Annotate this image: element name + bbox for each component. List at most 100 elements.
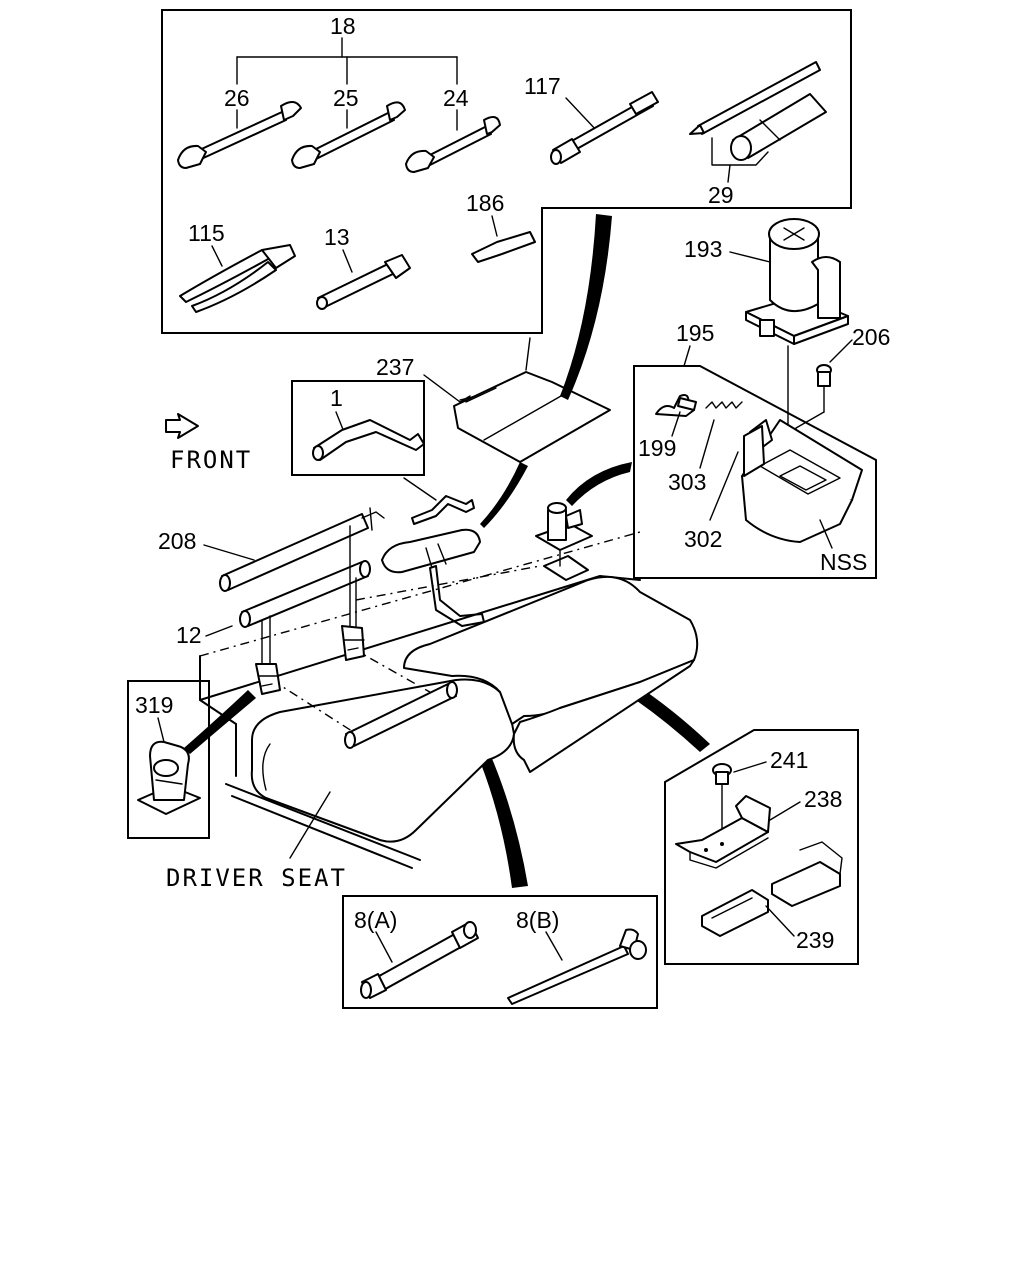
callout-wedge-holder: [184, 690, 256, 754]
callout-wedge-kit: [560, 214, 612, 400]
holder-clip-frame: [127, 680, 210, 839]
jack-tray-icon: [741, 419, 863, 543]
callout-wedge-wrench: [452, 698, 528, 888]
bottle-jack-icon: [745, 218, 849, 345]
pliers-icon: [179, 244, 296, 313]
screw-241-icon: [712, 763, 732, 843]
label-239: 239: [796, 927, 834, 953]
leader-1: [335, 411, 345, 433]
small-jack-icon: [535, 502, 593, 581]
label-206: 206: [852, 324, 890, 350]
label-193: 193: [684, 236, 722, 262]
callout-wedge-bag: [480, 462, 528, 528]
strap-icon: [701, 841, 843, 937]
jack-handle-frame: [291, 380, 425, 476]
label-208: 208: [158, 528, 196, 554]
leader-193: [729, 251, 771, 263]
label-nss: NSS: [820, 549, 867, 575]
alignment-line-1: [199, 531, 641, 657]
wrench-25-icon: [291, 101, 406, 169]
leader-208: [203, 544, 255, 561]
label-29: 29: [708, 182, 734, 208]
leader-8b: [545, 931, 563, 961]
label-319: 319: [135, 692, 173, 718]
label-26: 26: [224, 85, 250, 111]
spring-icon: [705, 401, 743, 409]
wheel-wrench-frame: [342, 895, 658, 1009]
label-24: 24: [443, 85, 469, 111]
label-302: 302: [684, 526, 722, 552]
leader-241: [733, 761, 767, 773]
wheel-wrench-a-icon: [360, 921, 479, 999]
adjustable-wrench-icon: [316, 254, 411, 310]
wheel-wrench-b-icon: [507, 928, 647, 1005]
driver-seat-icon: [199, 575, 699, 869]
tool-bag-icon: [453, 371, 611, 463]
wrench-set-bracket: [236, 37, 458, 85]
leader-driver-seat: [289, 791, 331, 859]
jack-tray-frame: [633, 365, 877, 579]
screwdriver-icon: [689, 61, 821, 135]
alignment-line-4: [355, 565, 541, 601]
jack-handle-icon: [312, 419, 425, 461]
alignment-line-2: [271, 679, 367, 741]
label-237: 237: [376, 354, 414, 380]
leader-8a: [375, 931, 393, 963]
label-195: 195: [676, 320, 714, 346]
leader-302: [709, 451, 739, 521]
pouch-bracket-icon: [429, 565, 485, 627]
leader-237-kit: [525, 337, 531, 371]
wing-bolt-icon: [655, 394, 697, 417]
wrench-26-icon: [177, 101, 302, 169]
label-12: 12: [176, 622, 202, 648]
handle-bar-icon: [219, 507, 385, 628]
label-13: 13: [324, 224, 350, 250]
bracket-plate-icon: [675, 795, 771, 869]
label-25: 25: [333, 85, 359, 111]
pouch-icon: [381, 528, 481, 574]
bracket-29: [711, 137, 769, 166]
extension-bar-icon: [550, 91, 659, 165]
leader-handle: [403, 477, 437, 501]
label-115: 115: [188, 220, 225, 246]
alignment-line-3: [351, 647, 445, 701]
leader-13: [342, 249, 353, 273]
front-arrow-icon: [165, 413, 199, 439]
label-8b: 8(B): [516, 907, 559, 933]
label-186: 186: [466, 190, 504, 216]
leader-206: [829, 339, 853, 363]
tool-kit-frame: [161, 9, 852, 334]
label-front: FRONT: [170, 446, 252, 474]
leader-303: [699, 419, 715, 469]
small-handle-icon: [411, 495, 475, 525]
leader-117: [565, 97, 599, 133]
label-199: 199: [638, 435, 676, 461]
callout-wedge-bracket: [478, 622, 710, 752]
leader-237: [423, 374, 461, 403]
wrench-24-icon: [405, 109, 501, 173]
bar-clip-icon: [255, 625, 365, 695]
leader-238: [769, 801, 801, 821]
floor-wrench-icon: [344, 681, 458, 749]
bracket-plate-frame: [664, 729, 859, 965]
label-8a: 8(A): [354, 907, 397, 933]
socket-driver-icon: [730, 93, 827, 161]
bolt-206-icon: [795, 364, 832, 471]
label-238: 238: [804, 786, 842, 812]
leader-239: [765, 905, 795, 937]
leader-195: [683, 345, 691, 367]
callout-wedge-jack: [566, 462, 632, 506]
leader-186: [491, 215, 498, 237]
label-303: 303: [668, 469, 706, 495]
leader-199: [671, 411, 681, 437]
leader-29: [727, 164, 731, 183]
label-1: 1: [330, 385, 343, 411]
label-driver-seat: DRIVER SEAT: [166, 864, 347, 892]
label-18: 18: [330, 13, 356, 39]
pry-tool-icon: [471, 231, 536, 263]
leader-nss: [819, 519, 833, 549]
label-117: 117: [524, 73, 561, 99]
leader-12: [205, 625, 233, 637]
leader-115: [211, 245, 223, 267]
